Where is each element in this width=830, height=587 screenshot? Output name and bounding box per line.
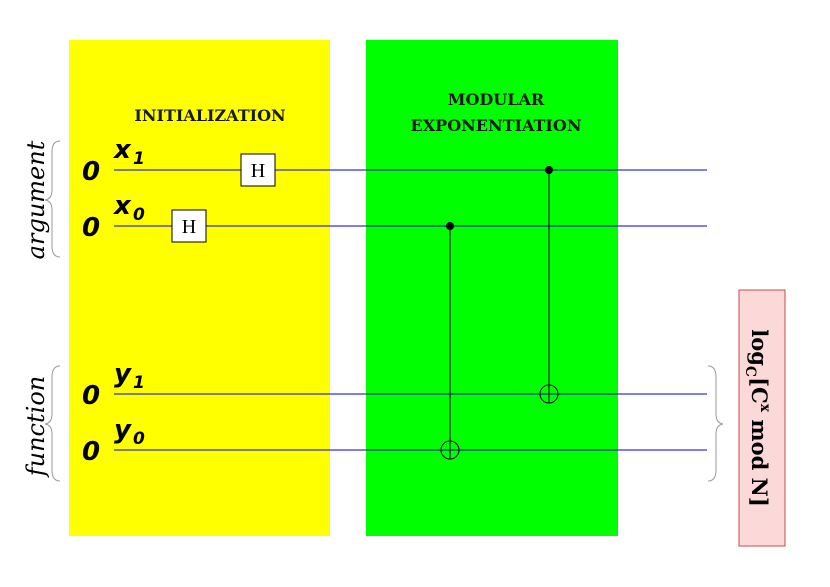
control-dot-x1 [545, 166, 553, 174]
controlled-not-x0-y0 [440, 222, 460, 460]
controlled-not-x1-y1 [539, 166, 559, 404]
svg-text:logC[Cx mod N]: logC[Cx mod N] [742, 329, 773, 507]
target-oplus-y0 [440, 440, 460, 460]
result-base: C [742, 366, 758, 377]
qubit-name-x0: x [112, 191, 132, 221]
qubit-name-y1: y [114, 359, 132, 389]
hadamard-gate-x0-label: H [182, 216, 196, 238]
hadamard-gate-x0: H [171, 209, 207, 243]
result-label: logC[Cx mod N] [742, 329, 773, 507]
init-zero-y1: 0 [82, 381, 100, 411]
control-dot-x0 [446, 222, 454, 230]
modular-label-line1: MODULAR [448, 90, 545, 109]
result-box [738, 289, 786, 547]
brace-result [707, 365, 724, 482]
initialization-label: INITIALIZATION [134, 106, 285, 125]
result-bracket: [C [747, 377, 772, 404]
initialization-panel [69, 40, 330, 536]
modular-exponentiation-panel [366, 40, 618, 536]
init-zero-x1: 0 [82, 157, 100, 187]
result-exponent: x [757, 404, 773, 413]
qubit-sub-y1: 1 [133, 373, 145, 393]
init-zero-y0: 0 [82, 437, 100, 467]
target-oplus-y1 [539, 384, 559, 404]
result-rest: mod N] [747, 412, 772, 507]
group-label-argument: argument [22, 140, 50, 259]
modular-label-line2: EXPONENTIATION [411, 116, 582, 135]
hadamard-gate-x1: H [240, 153, 276, 187]
brace-argument [44, 140, 61, 258]
result-log: log [747, 329, 772, 366]
qubit-name-y0: y [114, 415, 132, 445]
qubit-name-x1: x [112, 135, 132, 165]
init-zero-x0: 0 [82, 213, 100, 243]
hadamard-gate-x1-label: H [251, 160, 265, 182]
qubit-sub-x0: 0 [133, 205, 145, 225]
qubit-sub-x1: 1 [133, 149, 145, 169]
qubit-sub-y0: 0 [133, 429, 145, 449]
group-label-function: function [22, 376, 50, 478]
brace-function [44, 365, 61, 482]
